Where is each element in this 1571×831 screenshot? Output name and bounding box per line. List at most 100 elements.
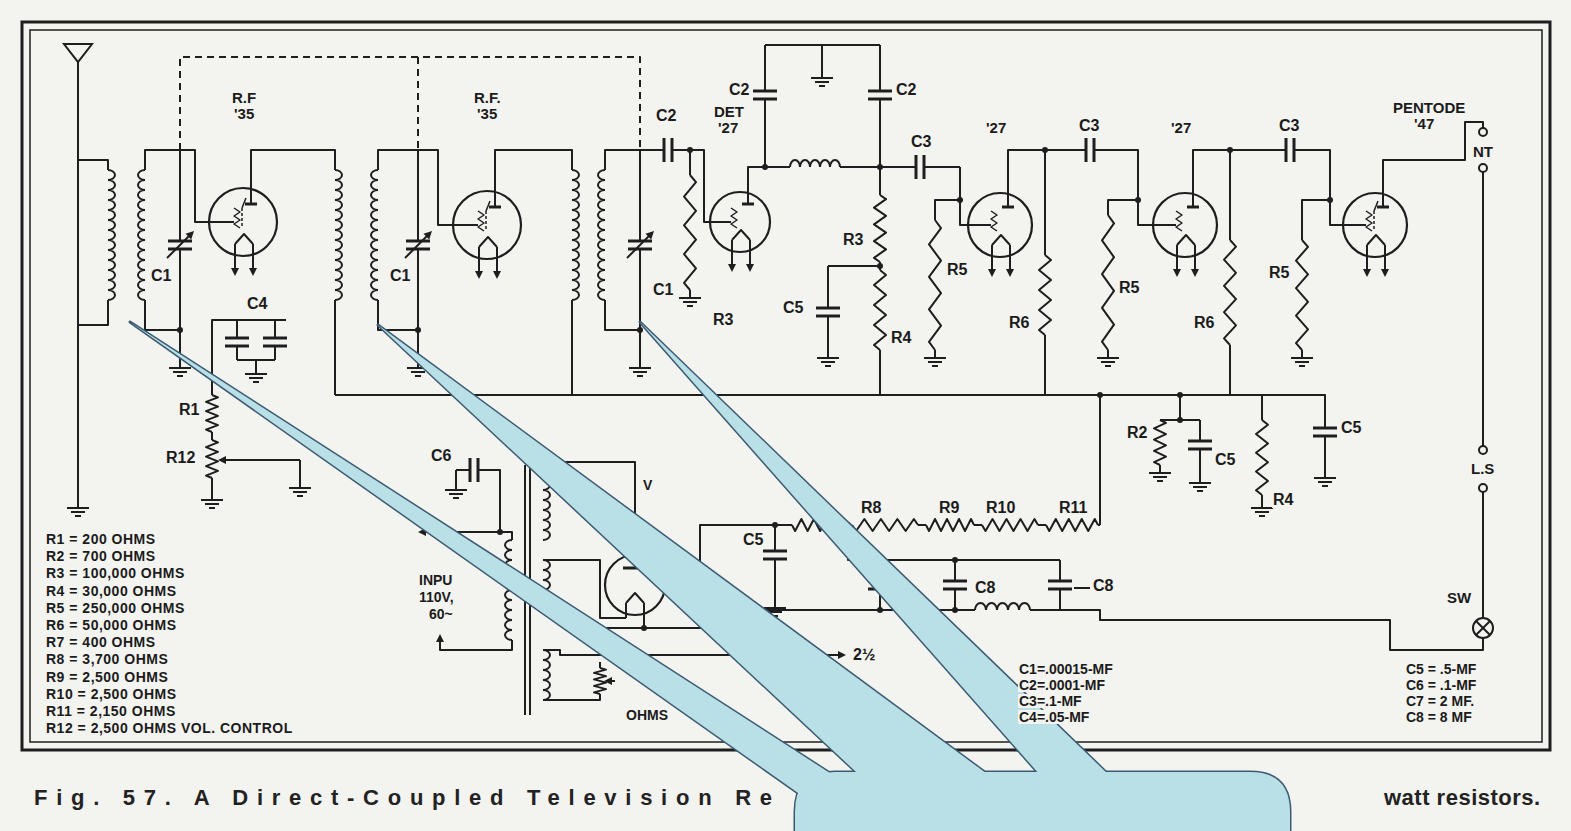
- wire: [1099, 395, 1101, 525]
- component-label: R.F.: [473, 90, 502, 105]
- ground-symbol: [1301, 350, 1303, 358]
- tube-symbol: [710, 192, 770, 252]
- arrowhead: [1381, 269, 1389, 277]
- ground-symbol: [1157, 480, 1163, 482]
- tube-screen: [486, 201, 490, 211]
- ground-symbol: [1322, 485, 1328, 487]
- wire: [1193, 150, 1260, 193]
- ground-symbol: [1261, 500, 1263, 508]
- wire: [764, 99, 766, 167]
- capacitor-symbol: [469, 458, 472, 482]
- wire: [179, 249, 181, 360]
- tube-symbol: [453, 191, 521, 259]
- wire: [1094, 149, 1120, 151]
- wire: [1324, 436, 1326, 470]
- value-legend: R6 = 50,000 OHMS: [45, 618, 178, 632]
- gang-line: [417, 57, 419, 150]
- arrowhead: [604, 677, 612, 685]
- junction-dot: [762, 164, 768, 170]
- tube-lead: [747, 192, 749, 204]
- component-label: C3: [1278, 118, 1300, 134]
- variable-arrow: [405, 234, 429, 258]
- ground-symbol: [299, 480, 301, 488]
- tube-lead: [234, 244, 236, 268]
- component-label: R4: [890, 330, 912, 346]
- component-label: R9: [938, 500, 960, 516]
- wire: [211, 432, 213, 440]
- ground-symbol: [77, 500, 79, 508]
- ground-symbol: [687, 305, 693, 307]
- value-legend: R4 = 30,000 OHMS: [45, 584, 178, 598]
- tube-lead: [250, 188, 252, 204]
- arrowhead: [231, 268, 239, 276]
- resistor-symbol: [1046, 519, 1098, 531]
- tube-screen: [485, 211, 487, 231]
- coil-symbol: [572, 170, 579, 300]
- ground-symbol: [179, 360, 181, 368]
- terminal: [1479, 484, 1487, 492]
- wire: [492, 470, 500, 532]
- tube-symbol: [1153, 193, 1217, 257]
- wire: [879, 167, 881, 195]
- tube-filament: [1177, 235, 1195, 245]
- capacitor-symbol: [663, 138, 666, 162]
- ground-symbol: [1193, 486, 1207, 488]
- ground-symbol: [1259, 515, 1265, 517]
- component-label: C8: [974, 580, 996, 596]
- capacitor-symbol: [816, 307, 840, 310]
- wire: [1383, 122, 1483, 193]
- junction-dot: [637, 327, 643, 333]
- arrowhead: [1173, 269, 1181, 277]
- gang-line: [180, 57, 640, 150]
- wire: [1229, 345, 1231, 395]
- ground-symbol: [253, 381, 259, 383]
- wire: [78, 160, 108, 170]
- component-label: C6: [430, 448, 452, 464]
- ground-symbol: [1107, 350, 1109, 358]
- ground-symbol: [1199, 475, 1201, 483]
- component-label: R3: [712, 312, 734, 328]
- ground-symbol: [201, 499, 223, 501]
- value-legend: C4=.05-MF: [1018, 710, 1090, 724]
- wire: [417, 249, 419, 360]
- wire: [625, 603, 627, 618]
- ground-symbol: [679, 297, 701, 299]
- ground-symbol: [211, 492, 213, 500]
- wire: [639, 249, 641, 360]
- tube-filament: [992, 235, 1010, 245]
- junction-dot: [415, 327, 421, 333]
- ground-symbol: [1291, 357, 1313, 359]
- tube-grid: [1366, 211, 1372, 231]
- antenna-symbol: [64, 44, 92, 62]
- arrowhead: [728, 264, 736, 272]
- ground-symbol: [249, 377, 263, 379]
- wire: [145, 300, 180, 330]
- tube-grid: [1176, 211, 1182, 231]
- component-label: R6: [1193, 315, 1215, 331]
- component-label: R1: [178, 402, 200, 418]
- component-label: '27: [985, 120, 1007, 135]
- wire: [251, 150, 335, 188]
- ground-symbol: [683, 301, 697, 303]
- component-label: C5: [742, 532, 764, 548]
- ground-symbol: [67, 507, 89, 509]
- wire: [1262, 395, 1325, 405]
- wire: [643, 603, 645, 628]
- component-label: R5: [946, 262, 968, 278]
- ground-symbol: [1324, 470, 1326, 478]
- wire: [828, 265, 880, 267]
- wire: [1302, 200, 1330, 240]
- wire: [255, 360, 257, 366]
- component-label: DET: [713, 104, 745, 119]
- resistor-symbol: [982, 519, 1038, 531]
- ground-symbol: [1153, 476, 1167, 478]
- ground-symbol: [173, 371, 187, 373]
- wire: [1324, 405, 1326, 428]
- ground-symbol: [639, 360, 641, 368]
- arrowhead: [838, 651, 846, 659]
- wire: [77, 62, 79, 500]
- wire: [236, 346, 238, 360]
- terminal: [1479, 164, 1487, 172]
- component-label: R12: [165, 450, 196, 466]
- ground-symbol: [293, 491, 307, 493]
